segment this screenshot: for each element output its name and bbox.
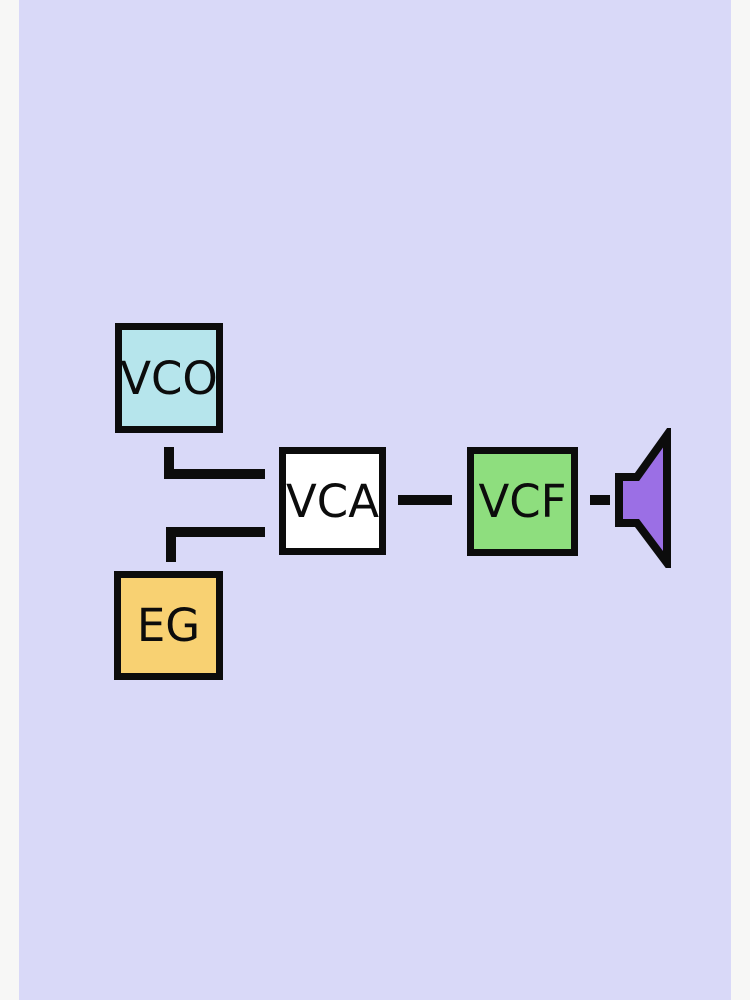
speaker-icon (615, 428, 671, 568)
node-eg-label: EG (136, 599, 201, 652)
wire-eg-to-vca-vertical (166, 527, 176, 562)
node-vca-label: VCA (286, 474, 379, 528)
wire-vca-to-vcf (398, 495, 452, 505)
diagram-canvas: VCO EG VCA VCF (19, 0, 731, 1000)
node-vcf-label: VCF (478, 475, 567, 528)
node-vca: VCA (279, 447, 386, 555)
wire-vco-to-vca-vertical (164, 447, 174, 479)
node-vco: VCO (115, 323, 223, 433)
node-vco-label: VCO (120, 351, 218, 405)
wire-vcf-to-speaker-dash (590, 495, 610, 505)
wire-vco-to-vca-horizontal (164, 469, 265, 479)
wire-eg-to-vca-horizontal (166, 527, 265, 537)
node-vcf: VCF (467, 447, 578, 556)
node-eg: EG (114, 571, 223, 680)
speaker-icon-shape (615, 428, 671, 568)
